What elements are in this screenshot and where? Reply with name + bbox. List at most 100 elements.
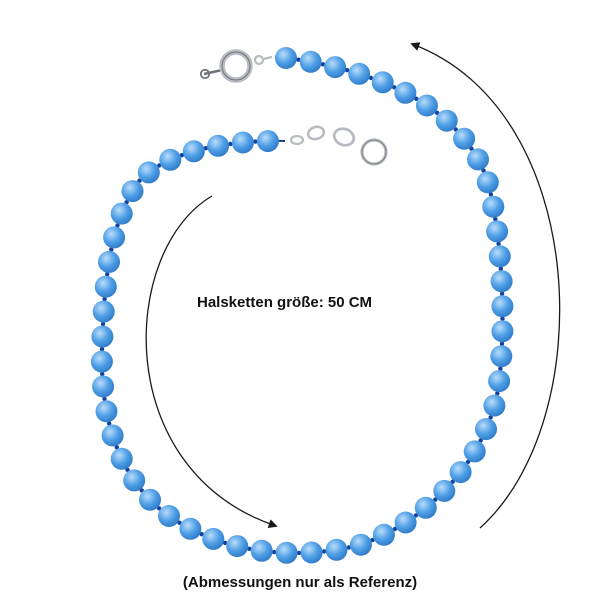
blue-bead [91, 325, 114, 348]
blue-bead [94, 275, 117, 298]
blue-bead [394, 511, 417, 534]
blue-bead [95, 400, 118, 423]
bead-knot [222, 540, 228, 546]
blue-bead [482, 195, 505, 218]
blue-bead [488, 245, 511, 268]
blue-bead [92, 375, 115, 398]
blue-bead [110, 447, 133, 470]
bead-knot [100, 371, 105, 377]
blue-bead [182, 140, 205, 163]
blue-bead [103, 226, 126, 249]
blue-bead [372, 523, 395, 546]
blue-bead [349, 533, 372, 556]
bead-knot [495, 391, 500, 396]
bead-knot [498, 266, 503, 271]
bead-knot [179, 153, 185, 158]
blue-bead [463, 440, 486, 463]
bead-knot [481, 168, 486, 173]
bead-knot [228, 141, 233, 147]
blue-bead [137, 161, 160, 184]
bead-knot [203, 146, 209, 151]
blue-bead [179, 517, 202, 540]
blue-bead [231, 131, 254, 154]
blue-bead [159, 148, 182, 171]
blue-bead [483, 394, 506, 417]
bead-knot [296, 550, 302, 556]
blue-bead [433, 479, 456, 502]
blue-bead [453, 127, 476, 150]
blue-bead [491, 295, 514, 318]
blue-bead [486, 220, 509, 243]
blue-bead [275, 47, 297, 69]
bead-knot [392, 85, 397, 90]
bead-knot [321, 549, 327, 554]
blue-bead [139, 488, 161, 511]
reference-footnote: (Abmessungen nur als Referenz) [182, 574, 418, 591]
blue-bead [488, 370, 511, 393]
bead-knot [320, 62, 326, 67]
blue-bead [414, 496, 437, 519]
blue-bead [275, 541, 298, 564]
blue-bead [476, 171, 499, 194]
bead-knot [107, 421, 112, 426]
blue-bead [324, 56, 347, 79]
blue-bead [475, 418, 497, 441]
blue-bead [98, 250, 120, 273]
bead-knot [199, 532, 204, 537]
blue-bead [449, 461, 472, 484]
necklace-size-label: Halsketten größe: 50 CM [197, 294, 373, 311]
bead-knot [500, 316, 505, 321]
bead-knot [493, 216, 498, 222]
blue-bead [250, 539, 273, 562]
bead-knot [99, 346, 105, 352]
blue-bead [490, 270, 513, 293]
extender-chain [289, 125, 388, 166]
blue-bead [92, 300, 115, 323]
bead-knot [114, 445, 120, 450]
bead-knot [100, 321, 106, 327]
blue-bead [467, 148, 489, 171]
bead-knot [253, 139, 258, 144]
spring-ring-clasp [199, 49, 273, 83]
bead-knot [478, 438, 483, 443]
blue-bead [256, 130, 279, 153]
blue-bead [101, 424, 124, 447]
bead-knot [488, 192, 494, 197]
bead-knot [498, 366, 503, 371]
bead-knot [370, 537, 375, 543]
blue-bead [435, 109, 458, 132]
blue-bead [415, 94, 438, 117]
bead-knot [499, 341, 505, 346]
blue-bead [491, 320, 514, 343]
bead-strand [90, 47, 514, 564]
bead-knot [345, 68, 350, 73]
blue-bead [207, 134, 230, 157]
blue-bead [300, 541, 323, 564]
bead-knot [109, 247, 114, 252]
blue-bead [325, 538, 348, 561]
blue-bead [226, 535, 249, 558]
bead-knot [368, 75, 374, 81]
bead-knot [272, 549, 277, 555]
bead-knot [102, 396, 107, 402]
bead-knot [105, 272, 110, 277]
blue-bead [299, 50, 322, 73]
bead-knot [499, 291, 505, 296]
blue-bead [394, 81, 417, 104]
inner-measure-arrow [145, 195, 278, 528]
blue-bead [121, 180, 144, 203]
blue-bead [348, 62, 371, 85]
bead-knot [496, 241, 501, 246]
bead-knot [247, 546, 252, 551]
blue-bead [202, 527, 225, 550]
bead-knot [115, 223, 120, 228]
blue-bead [490, 345, 513, 368]
bead-knot [102, 296, 107, 302]
bead-knot [296, 57, 301, 62]
outer-measure-arrow [410, 42, 561, 529]
blue-bead [123, 469, 146, 492]
bead-knot [488, 415, 493, 420]
blue-bead [371, 71, 394, 94]
